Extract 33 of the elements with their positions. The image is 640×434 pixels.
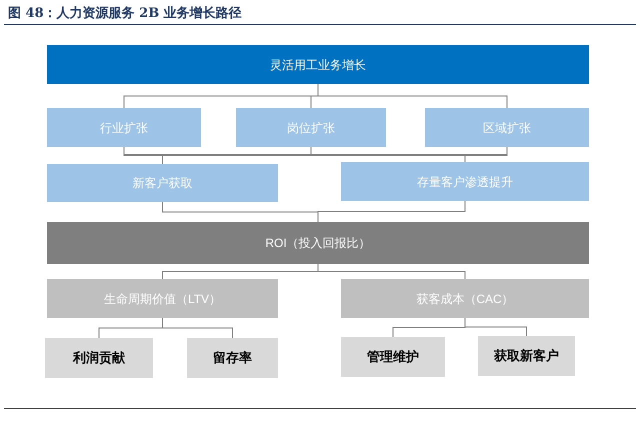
connector-line — [318, 200, 466, 222]
connector-line — [162, 318, 233, 338]
box-label: ROI（投入回报比） — [265, 235, 371, 252]
connector-line — [318, 264, 466, 280]
process-box — [47, 279, 278, 318]
figure-title: 图 48：人力资源服务 2B 业务增长路径 — [8, 5, 242, 23]
box-label: 留存率 — [213, 349, 252, 368]
process-box — [47, 108, 201, 147]
process-box — [47, 45, 589, 84]
box-label: 获客成本（CAC） — [416, 290, 514, 308]
process-box — [341, 162, 589, 201]
box-label: 灵活用工业务增长 — [270, 56, 366, 74]
box-label: 生命周期价值（LTV） — [104, 290, 222, 308]
process-box — [236, 108, 386, 147]
box-label: 管理维护 — [367, 348, 419, 366]
process-box — [478, 336, 575, 376]
box-label: 岗位扩张 — [287, 120, 335, 136]
process-box — [187, 338, 278, 378]
box-label: 新客户获取 — [132, 175, 192, 192]
process-box — [341, 337, 445, 377]
box-label: 存量客户渗透提升 — [417, 174, 513, 190]
process-box — [47, 164, 278, 202]
connector-line — [464, 146, 508, 162]
box-label: 区域扩张 — [483, 120, 531, 136]
box-label: 获取新客户 — [494, 347, 559, 366]
connector-line — [464, 318, 527, 336]
process-box — [45, 338, 153, 378]
process-box — [341, 279, 589, 318]
process-box — [47, 222, 589, 264]
box-label: 利润贡献 — [73, 349, 125, 368]
box-label: 行业扩张 — [100, 120, 148, 136]
process-box — [425, 108, 589, 147]
connector-line — [318, 84, 508, 108]
